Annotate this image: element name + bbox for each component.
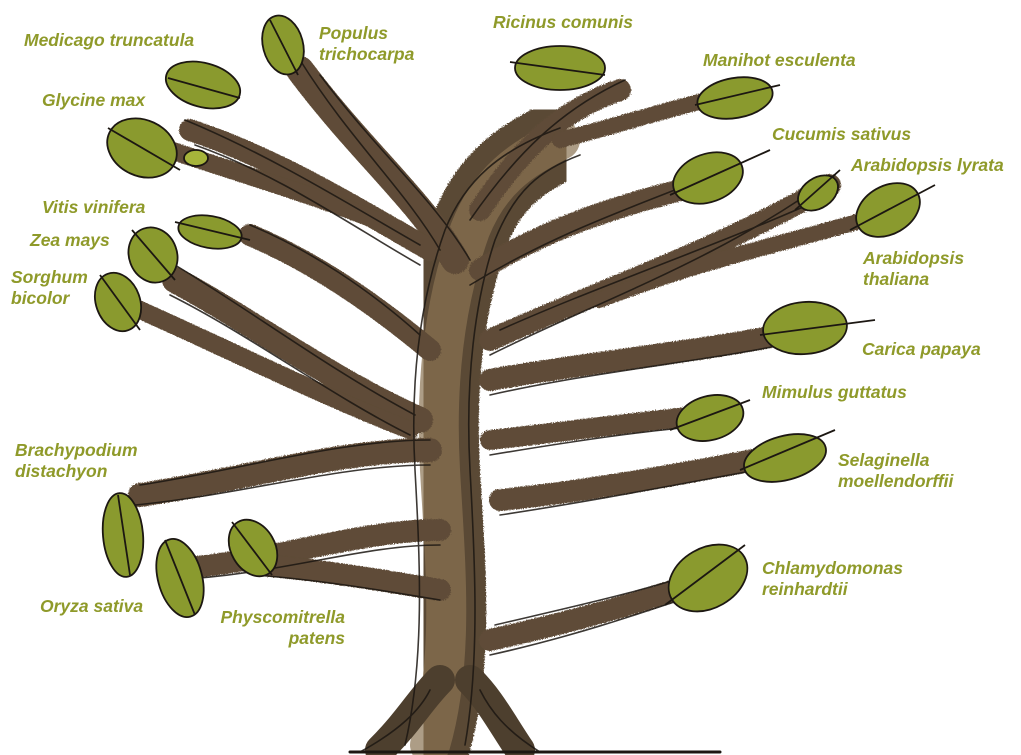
leaf-vitis bbox=[175, 211, 250, 254]
label-brachypodium-distachyon: Brachypodium distachyon bbox=[15, 440, 138, 482]
label-chlamydomonas-reinhardtii: Chlamydomonas reinhardtii bbox=[762, 558, 903, 600]
leaves bbox=[87, 11, 935, 625]
label-selaginella-moellendorffii: Selaginella moellendorffii bbox=[838, 450, 953, 492]
label-ricinus-comunis: Ricinus comunis bbox=[493, 12, 633, 33]
leaf-ricinus bbox=[510, 46, 605, 90]
leaf-oryza bbox=[148, 534, 211, 623]
leaf-medicago bbox=[161, 54, 246, 116]
label-cucumis-sativus: Cucumis sativus bbox=[772, 124, 911, 145]
leaf-carica bbox=[760, 298, 875, 357]
label-populus-trichocarpa: Populus trichocarpa bbox=[319, 23, 414, 65]
leaf-manihot bbox=[694, 72, 780, 125]
leaf-mimulus bbox=[670, 388, 750, 448]
label-arabidopsis-thaliana: Arabidopsis thaliana bbox=[863, 248, 964, 290]
label-zea-mays: Zea mays bbox=[30, 230, 110, 251]
label-manihot-esculenta: Manihot esculenta bbox=[703, 50, 856, 71]
label-oryza-sativa: Oryza sativa bbox=[40, 596, 143, 617]
label-sorghum-bicolor: Sorghum bicolor bbox=[11, 267, 88, 309]
label-mimulus-guttatus: Mimulus guttatus bbox=[762, 382, 907, 403]
leaf-glycine-small bbox=[184, 150, 208, 166]
leaf-selaginella bbox=[739, 426, 835, 490]
label-medicago-truncatula: Medicago truncatula bbox=[24, 30, 194, 51]
label-arabidopsis-lyrata: Arabidopsis lyrata bbox=[851, 155, 1004, 176]
leaf-glycine bbox=[98, 107, 187, 188]
label-carica-papaya: Carica papaya bbox=[862, 339, 981, 360]
label-glycine-max: Glycine max bbox=[42, 90, 145, 111]
leaf-arabidopsis-thaliana bbox=[847, 172, 935, 248]
label-vitis-vinifera: Vitis vinifera bbox=[42, 197, 145, 218]
leaf-chlamydomonas bbox=[657, 531, 760, 625]
leaf-cucumis bbox=[666, 143, 770, 213]
label-physcomitrella-patens: Physcomitrella patens bbox=[205, 607, 345, 649]
